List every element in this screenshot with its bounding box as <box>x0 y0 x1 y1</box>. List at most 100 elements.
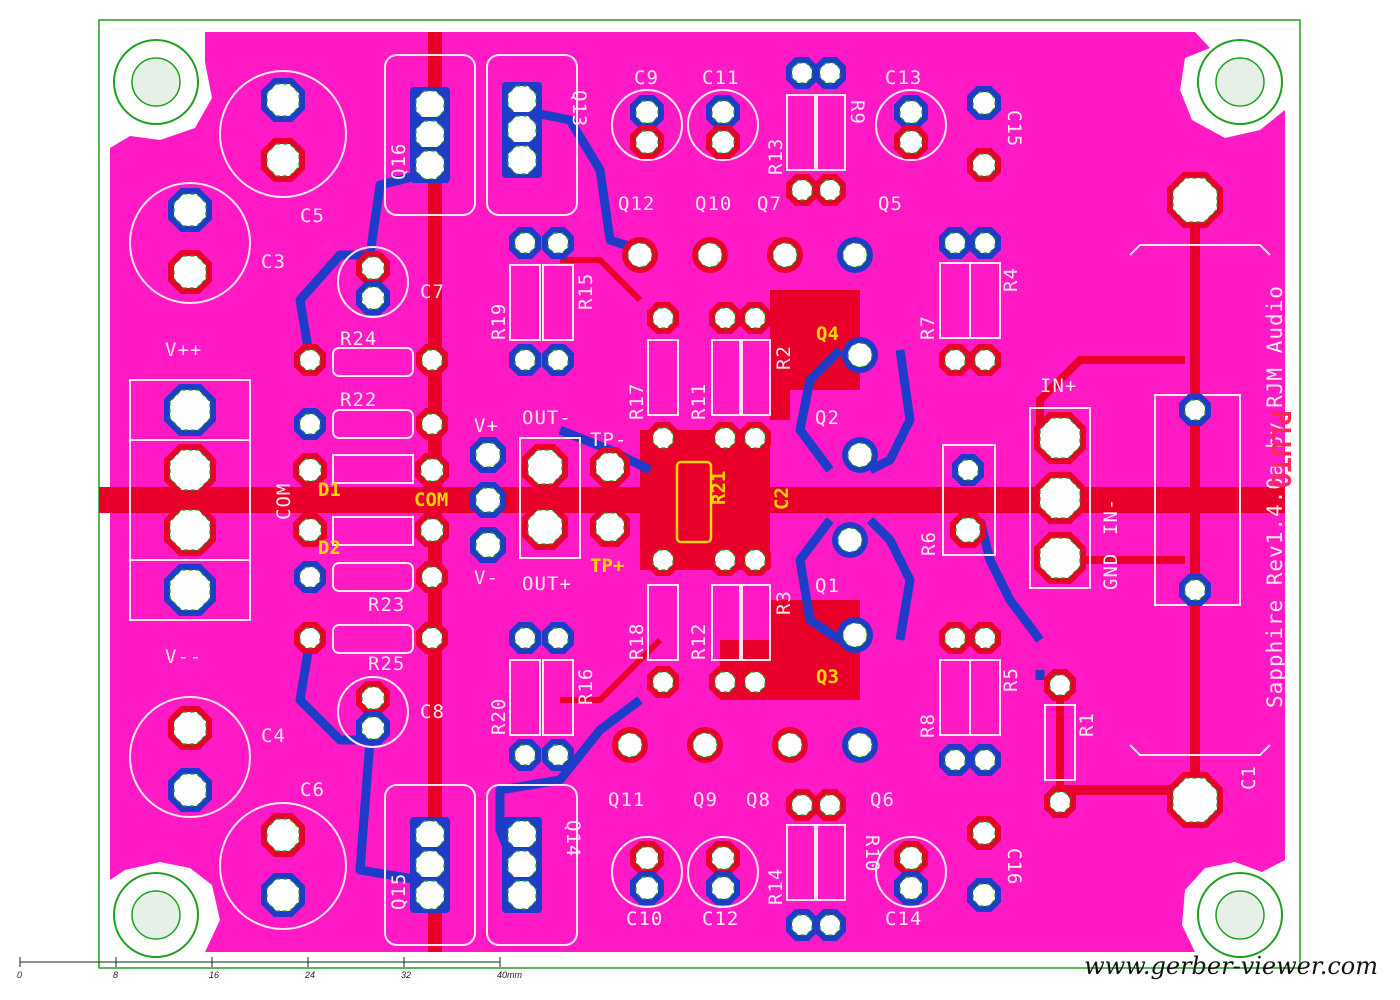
pad <box>361 686 385 710</box>
pad <box>299 627 321 649</box>
pad <box>744 427 766 449</box>
label-c14: C14 <box>885 908 922 930</box>
pad <box>266 878 300 912</box>
label-q15: Q15 <box>388 873 410 910</box>
top-copper-layer <box>99 32 1285 952</box>
pad <box>847 732 873 758</box>
pad <box>791 62 813 84</box>
pad <box>1172 177 1218 223</box>
pad <box>527 449 563 485</box>
pad <box>635 130 659 154</box>
pad <box>514 232 536 254</box>
label-v-plus-plus: V++ <box>165 339 202 361</box>
label-c2: C2 <box>771 487 793 510</box>
label-r15: R15 <box>575 273 597 310</box>
pad <box>421 349 443 371</box>
pad <box>1039 477 1081 519</box>
pad <box>711 846 735 870</box>
pad <box>1039 417 1081 459</box>
r21-footprint <box>675 460 713 544</box>
label-r18: R18 <box>626 623 648 660</box>
label-c11: C11 <box>702 67 739 89</box>
label-r1: R1 <box>1076 712 1098 737</box>
ruler-tick-label: 24 <box>304 970 315 980</box>
pad <box>299 349 321 371</box>
pad <box>955 517 981 543</box>
label-q1: Q1 <box>815 575 840 597</box>
pad <box>974 232 996 254</box>
pad <box>652 307 674 329</box>
pad <box>169 389 211 431</box>
pad <box>974 627 996 649</box>
pad <box>415 880 445 910</box>
label-r12: R12 <box>688 623 710 660</box>
pad <box>899 130 923 154</box>
pad <box>547 744 569 766</box>
pad <box>169 509 211 551</box>
pad <box>819 794 841 816</box>
label-in-minus: IN- <box>1100 498 1122 535</box>
pad <box>652 427 674 449</box>
label-r19: R19 <box>488 303 510 340</box>
pad <box>791 179 813 201</box>
pad <box>957 459 979 481</box>
pad <box>847 442 873 468</box>
label-c13: C13 <box>885 67 922 89</box>
pad <box>527 509 563 545</box>
pad <box>711 130 735 154</box>
pad <box>627 242 653 268</box>
label-c9: C9 <box>634 67 659 89</box>
pad <box>972 883 996 907</box>
label-r11: R11 <box>688 383 710 420</box>
label-c10: C10 <box>626 908 663 930</box>
mounting-hole-top-right <box>1197 39 1283 125</box>
label-r8: R8 <box>917 713 939 738</box>
label-d2: D2 <box>318 537 341 559</box>
label-com-left: COM <box>273 483 295 520</box>
pad <box>266 818 300 852</box>
pad <box>415 150 445 180</box>
label-r9: R9 <box>846 100 868 125</box>
label-r7: R7 <box>917 315 939 340</box>
watermark: www.gerber-viewer.com <box>1084 952 1378 980</box>
label-q11: Q11 <box>608 789 645 811</box>
label-r6: R6 <box>918 531 940 556</box>
pad <box>475 532 501 558</box>
pad <box>617 732 643 758</box>
pad <box>173 773 207 807</box>
pad <box>421 627 443 649</box>
label-q3: Q3 <box>816 666 839 688</box>
pad <box>475 442 501 468</box>
pad <box>714 671 736 693</box>
pad <box>420 458 444 482</box>
pad <box>652 671 674 693</box>
pad <box>697 242 723 268</box>
pad <box>514 627 536 649</box>
pad <box>744 671 766 693</box>
pad <box>692 732 718 758</box>
label-c6: C6 <box>300 779 325 801</box>
mounting-hole-bottom-right <box>1197 872 1283 958</box>
label-r16: R16 <box>575 668 597 705</box>
pad <box>595 452 625 482</box>
label-tp-minus: TP- <box>590 429 627 451</box>
label-r13: R13 <box>765 138 787 175</box>
pad <box>819 62 841 84</box>
label-c12: C12 <box>702 908 739 930</box>
label-r5: R5 <box>1000 667 1022 692</box>
label-c4: C4 <box>261 725 286 747</box>
label-v-minus-minus: V-- <box>165 646 202 668</box>
pad <box>475 487 501 513</box>
pad <box>899 876 923 900</box>
pad <box>744 549 766 571</box>
pad <box>652 549 674 571</box>
pad <box>415 820 445 850</box>
pad <box>298 458 322 482</box>
silkscreen-labels: C5 C3 C7 Q16 Q13 C9 C11 C13 C15 R13 R9 Q… <box>165 67 1295 930</box>
label-r2: R2 <box>773 345 795 370</box>
pad <box>711 876 735 900</box>
label-in-plus: IN+ <box>1040 375 1077 397</box>
pad <box>415 90 445 120</box>
label-r23: R23 <box>368 594 405 616</box>
